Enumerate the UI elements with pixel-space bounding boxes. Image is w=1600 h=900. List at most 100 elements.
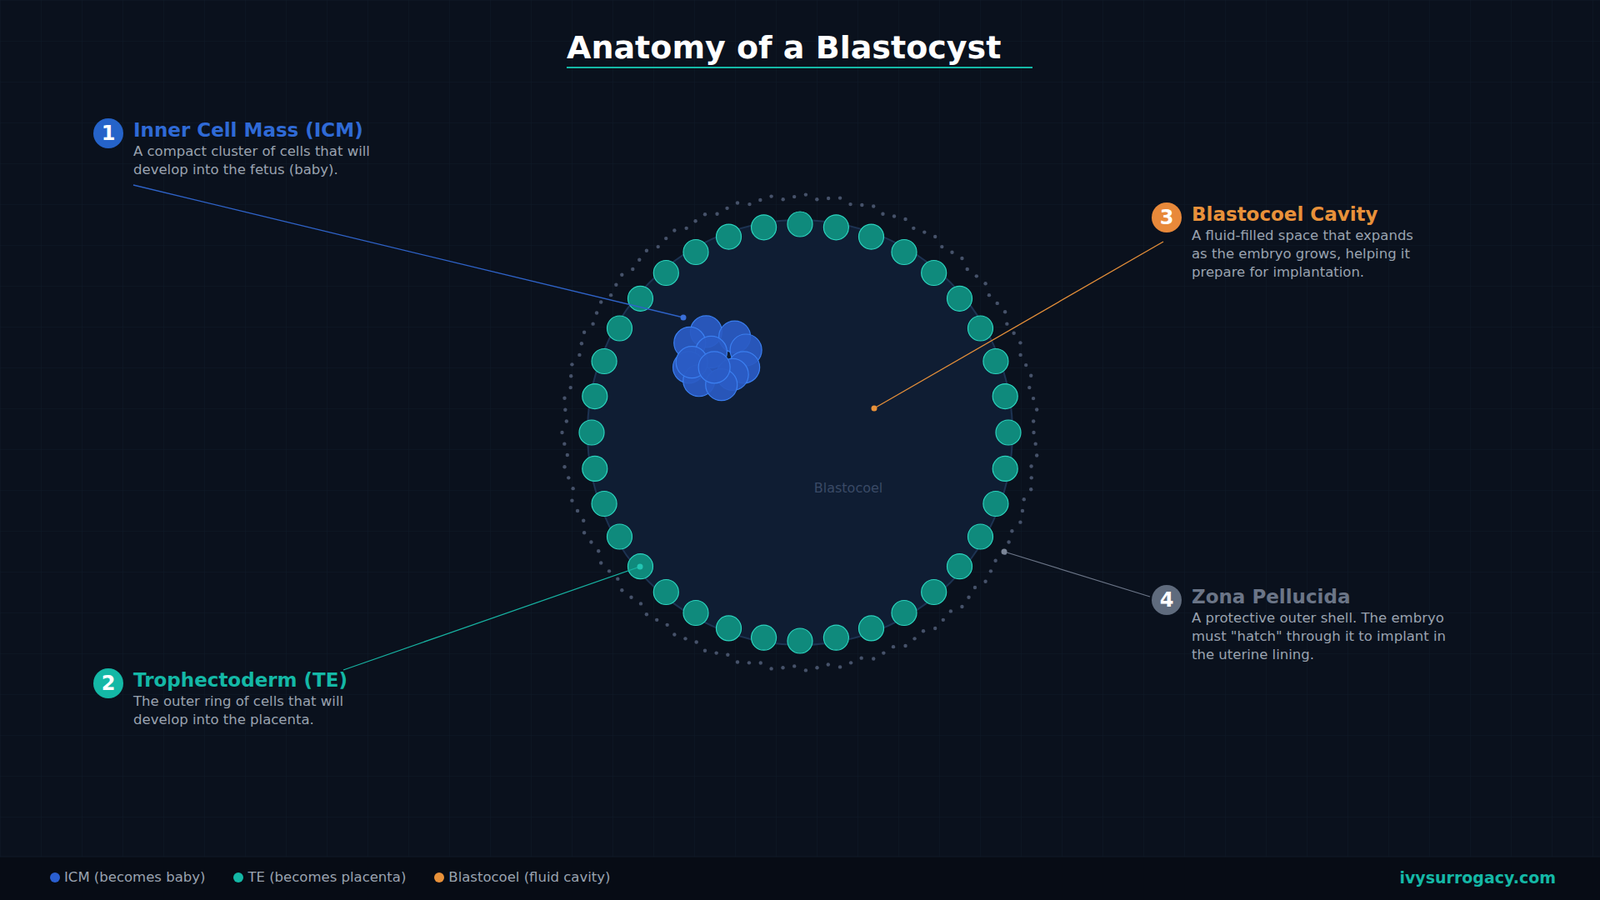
legend: ICM (becomes baby)TE (becomes placenta)B… <box>50 868 610 887</box>
zona-dot <box>629 595 633 599</box>
zona-dot <box>703 649 707 653</box>
zona-dot <box>759 660 763 665</box>
zona-dot <box>826 196 830 200</box>
callout-number: 4 <box>1151 585 1182 615</box>
zona-dot <box>922 230 926 234</box>
zona-dot <box>565 419 569 423</box>
zona-dot <box>941 618 945 622</box>
zona-dot <box>859 655 863 660</box>
callout-heading: Trophectoderm (TE) <box>133 668 359 692</box>
te-cell <box>992 384 1018 410</box>
te-cell <box>653 580 679 605</box>
zona-dot <box>1031 419 1035 423</box>
te-cell <box>823 215 849 240</box>
te-cell <box>715 224 741 250</box>
legend-swatch <box>434 872 445 883</box>
zona-dot <box>580 341 584 345</box>
zona-dot <box>1020 509 1025 513</box>
zona-dot <box>940 245 944 249</box>
zona-dot <box>903 217 907 221</box>
leader-line <box>133 185 684 318</box>
zona-dot <box>960 256 964 260</box>
callout-number: 1 <box>93 118 124 149</box>
callout-body: A compact cluster of cells that will dev… <box>133 142 384 180</box>
legend-text: TE (becomes placenta) <box>247 868 406 887</box>
te-cell <box>683 600 709 626</box>
zona-dot <box>804 192 808 196</box>
te-cell <box>787 628 813 654</box>
zona-dot <box>871 656 875 660</box>
te-cell <box>891 239 917 265</box>
zona-dot <box>1018 353 1022 357</box>
zona-dot <box>645 612 649 616</box>
zona-dot <box>1027 385 1031 390</box>
zona-dot <box>815 665 819 670</box>
te-cell <box>683 239 709 265</box>
zona-dot <box>1003 310 1007 314</box>
zona-dot <box>630 267 635 271</box>
zona-dot <box>1011 331 1015 335</box>
zona-dot <box>562 465 566 469</box>
callout: 3Blastocoel CavityA fluid-filled space t… <box>1151 202 1430 282</box>
leader-dot <box>680 315 687 321</box>
zona-dot <box>1031 396 1035 400</box>
zona-dot <box>566 475 570 480</box>
title: Anatomy of a Blastocyst <box>566 28 1033 69</box>
te-cell <box>653 260 679 285</box>
te-cell <box>921 580 947 605</box>
zona-dot <box>562 441 566 445</box>
zona-dot <box>570 486 575 490</box>
zona-dot <box>892 214 896 218</box>
zona-dot <box>1035 453 1039 457</box>
blastocoel-cavity <box>587 220 1013 645</box>
zona-dot <box>1031 430 1035 435</box>
footer-bar <box>0 856 1600 900</box>
zona-dot <box>570 362 574 366</box>
zona-dot <box>933 235 937 239</box>
zona-dot <box>880 212 885 216</box>
zona-dot <box>1033 441 1037 445</box>
zona-dot <box>921 629 925 633</box>
zona-dot <box>1029 487 1033 491</box>
zona-dot <box>725 206 729 210</box>
te-cell <box>968 524 994 550</box>
zona-dot <box>983 580 987 584</box>
inner-cell-mass <box>673 315 763 401</box>
zona-dot <box>664 236 668 240</box>
zona-dot <box>769 666 773 670</box>
callout-body: A fluid-filled space that expands as the… <box>1191 226 1430 282</box>
zona-dot <box>693 219 697 223</box>
te-cell <box>627 554 653 580</box>
zona-dot <box>993 559 997 563</box>
zona-dot <box>1018 520 1022 524</box>
zona-dot <box>620 272 624 276</box>
zona-dot <box>645 249 649 253</box>
zona-dot <box>747 202 751 206</box>
zona-dot <box>871 204 875 208</box>
zona-dot <box>983 281 987 285</box>
zona-dot <box>792 195 796 199</box>
te-cell <box>983 491 1009 517</box>
te-cell <box>606 524 632 550</box>
zona-dot <box>1029 373 1033 377</box>
te-cell <box>606 315 632 341</box>
te-cell <box>995 420 1021 445</box>
zona-dot <box>912 636 916 640</box>
zona-dot <box>715 212 719 216</box>
trophectoderm <box>579 211 1021 654</box>
zona-dot <box>582 330 586 334</box>
callout-heading: Zona Pellucida <box>1191 585 1463 609</box>
zona-dot <box>975 274 979 278</box>
callout: 1Inner Cell Mass (ICM)A compact cluster … <box>93 118 384 180</box>
zona-dot <box>987 293 991 297</box>
legend-text: Blastocoel (fluid cavity) <box>448 868 610 887</box>
zona-dot <box>780 197 785 201</box>
zona-dot <box>792 664 796 668</box>
te-cell <box>751 215 777 240</box>
zona-dot <box>965 267 970 271</box>
zona-dot <box>973 585 977 590</box>
zona-dot <box>684 226 688 230</box>
zona-dot <box>575 509 580 513</box>
leader-dot <box>871 405 878 412</box>
te-cell <box>947 554 973 580</box>
